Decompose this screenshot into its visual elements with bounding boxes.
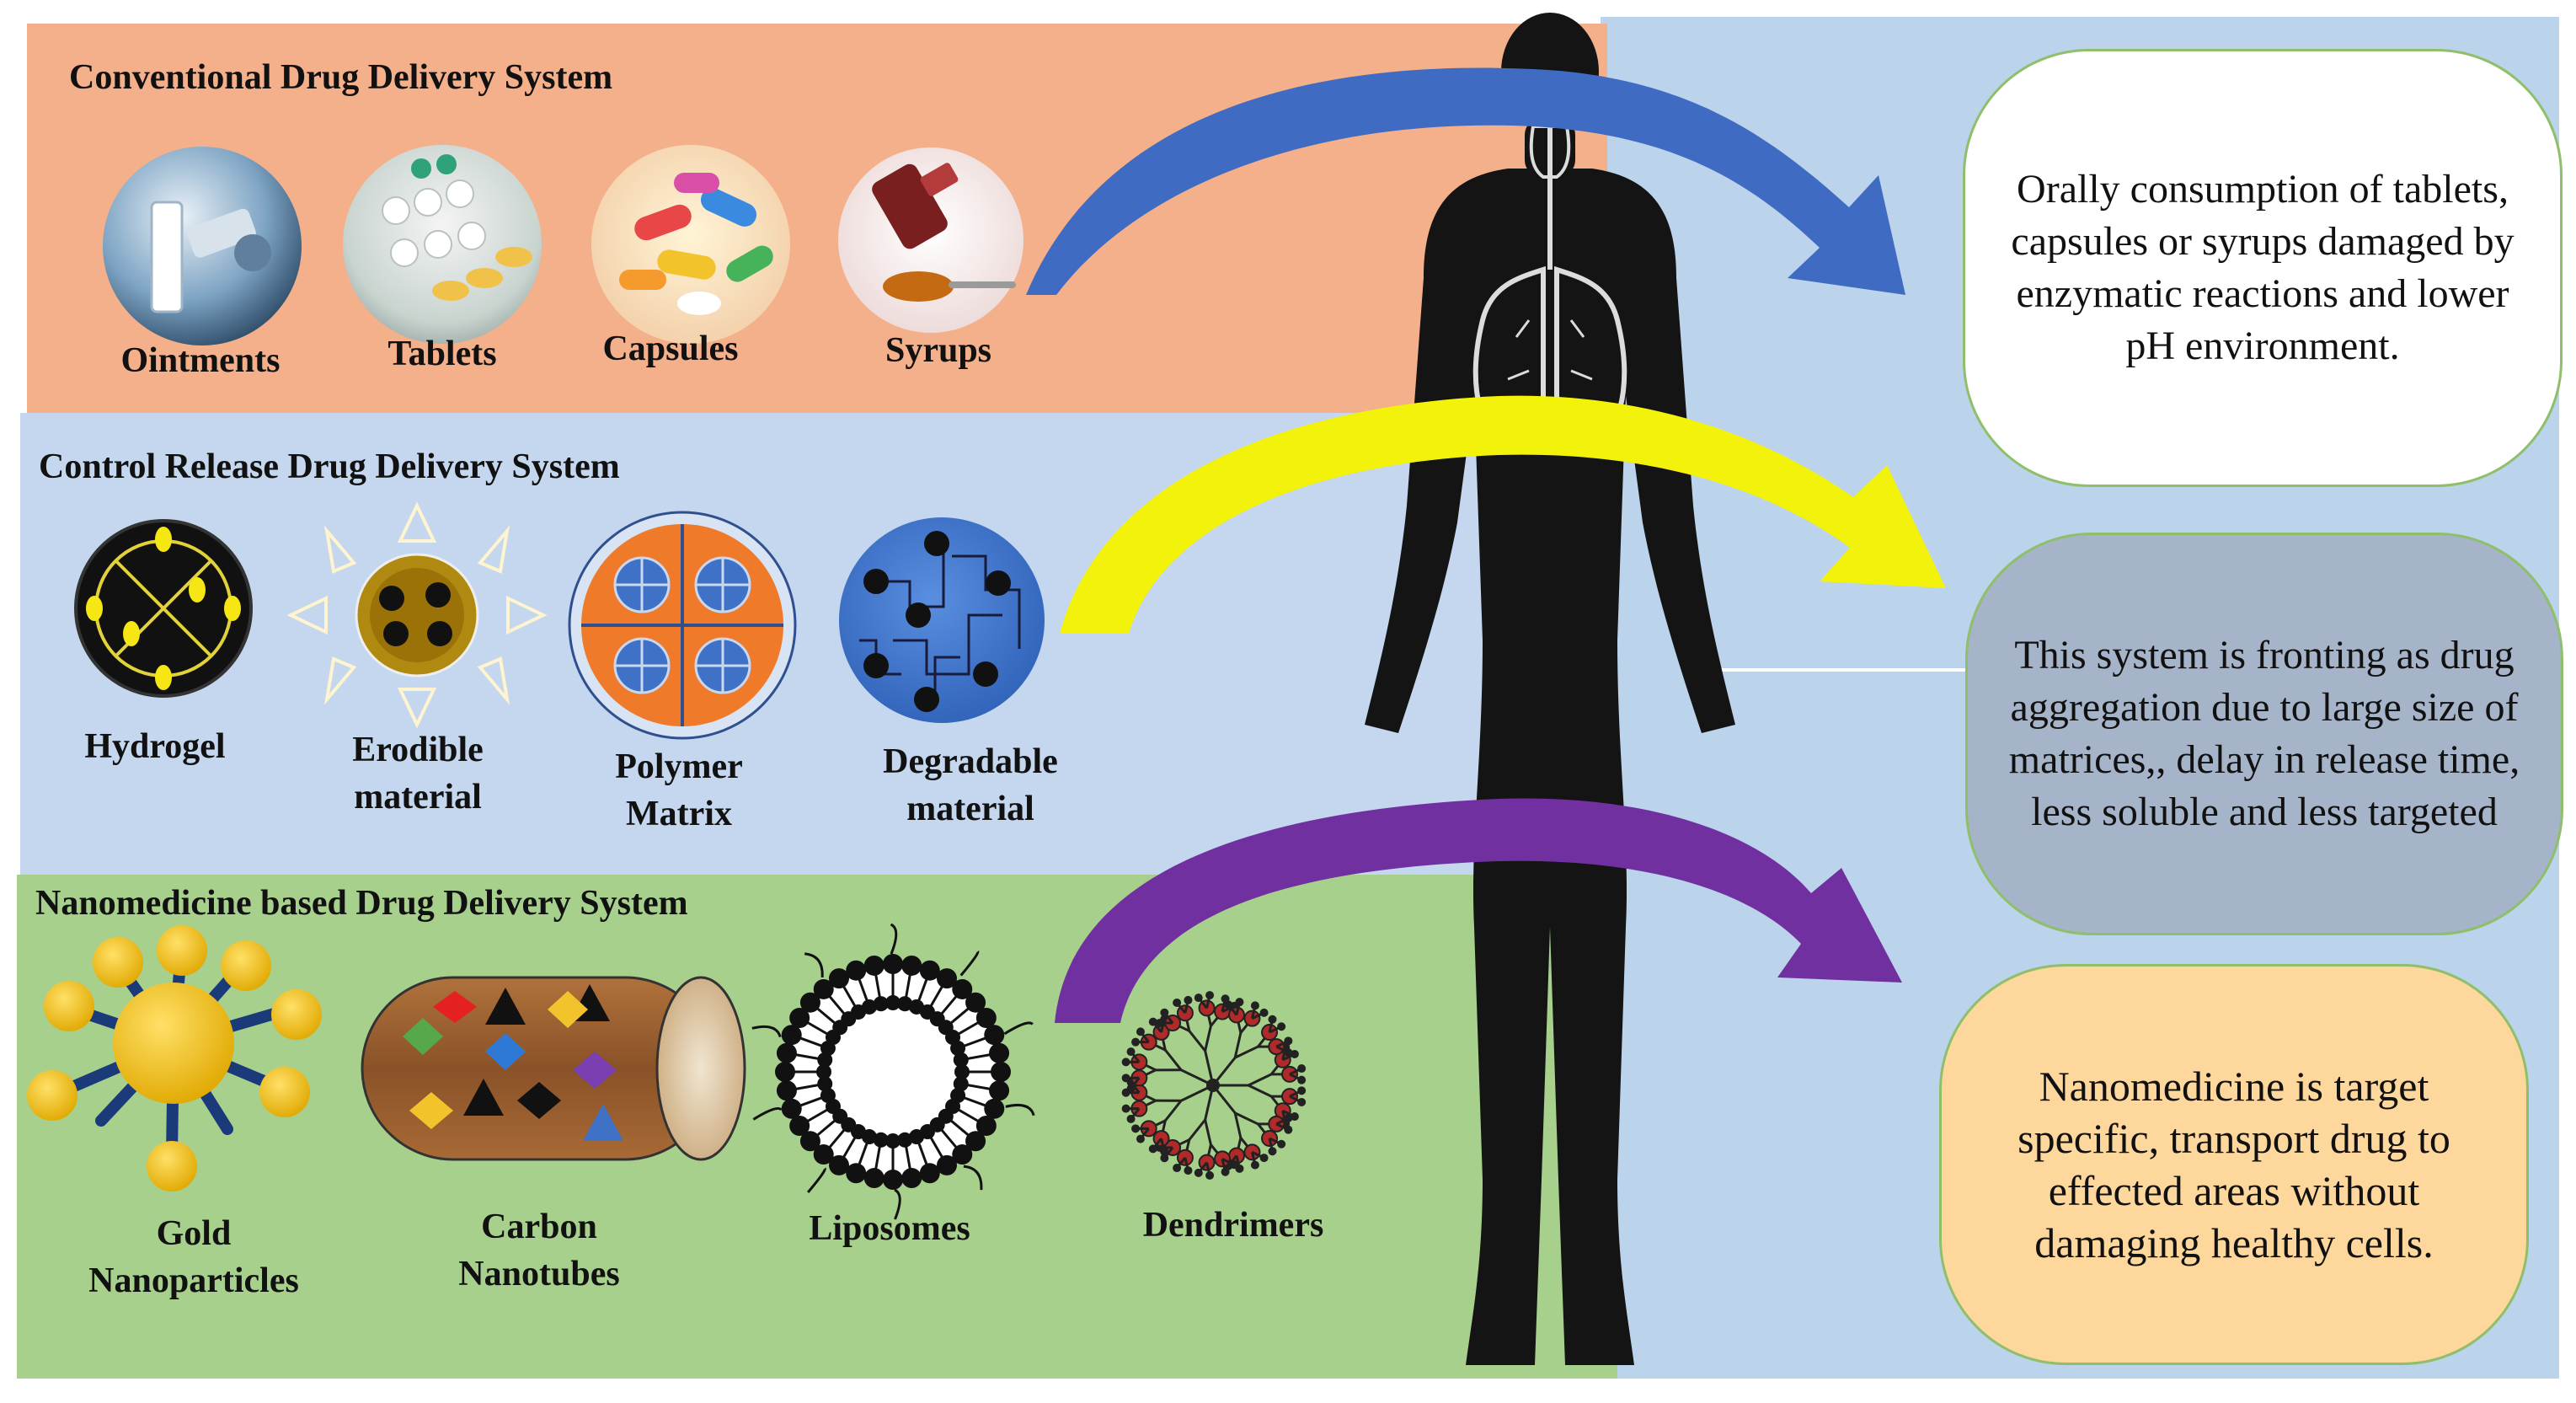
liposome-icon [751,923,1035,1220]
syrup-photo-icon [838,147,1023,333]
conventional-outcome-text: Orally consumption of tablets, capsules … [2011,167,2515,368]
degradable-material-icon [839,517,1045,723]
carbon-nanotube-icon [361,976,746,1161]
ointment-photo-icon [103,147,302,345]
label-liposomes: Liposomes [809,1209,970,1248]
label-carbon-nanotubes: Carbon Nanotubes [458,1208,620,1293]
nanomedicine-arrow [1055,798,1902,1023]
conventional-outcome-bubble: Orally consumption of tablets, capsules … [1963,49,2563,487]
conventional-title: Conventional Drug Delivery System [69,58,613,97]
label-gold-nanoparticles: Gold Nanoparticles [88,1214,299,1300]
polymer-matrix-icon [568,511,797,740]
control-release-title: Control Release Drug Delivery System [39,447,620,486]
label-erodible-material: Erodible material [352,731,484,817]
control-release-outcome-text: This system is fronting as drug aggregat… [2008,633,2520,834]
control-release-outcome-bubble: This system is fronting as drug aggregat… [1965,533,2563,935]
tablets-photo-icon [343,145,542,344]
label-capsules: Capsules [602,329,739,368]
label-polymer-matrix: Polymer Matrix [615,747,743,833]
erodible-material-icon [286,501,548,729]
gold-nanoparticle-icon [27,925,322,1191]
human-body-icon [1365,13,1735,1365]
panel-divider [1685,668,1971,672]
label-degradable-material: Degradable material [883,742,1058,828]
label-tablets: Tablets [387,335,497,373]
nanomedicine-title: Nanomedicine based Drug Delivery System [35,884,688,923]
nanomedicine-outcome-text: Nanomedicine is target specific, transpo… [2018,1063,2450,1266]
control-release-section [20,413,1607,875]
label-syrups: Syrups [884,331,992,370]
label-ointments: Ointments [120,341,281,380]
label-hydrogel: Hydrogel [84,727,226,766]
dendrimer-icon [1121,991,1307,1180]
control-release-arrow [1060,395,1946,634]
conventional-arrow [1026,67,1905,295]
nanomedicine-outcome-bubble: Nanomedicine is target specific, transpo… [1939,964,2529,1365]
label-dendrimers: Dendrimers [1142,1206,1324,1245]
capsules-photo-icon [591,145,790,344]
hydrogel-icon [74,519,253,698]
